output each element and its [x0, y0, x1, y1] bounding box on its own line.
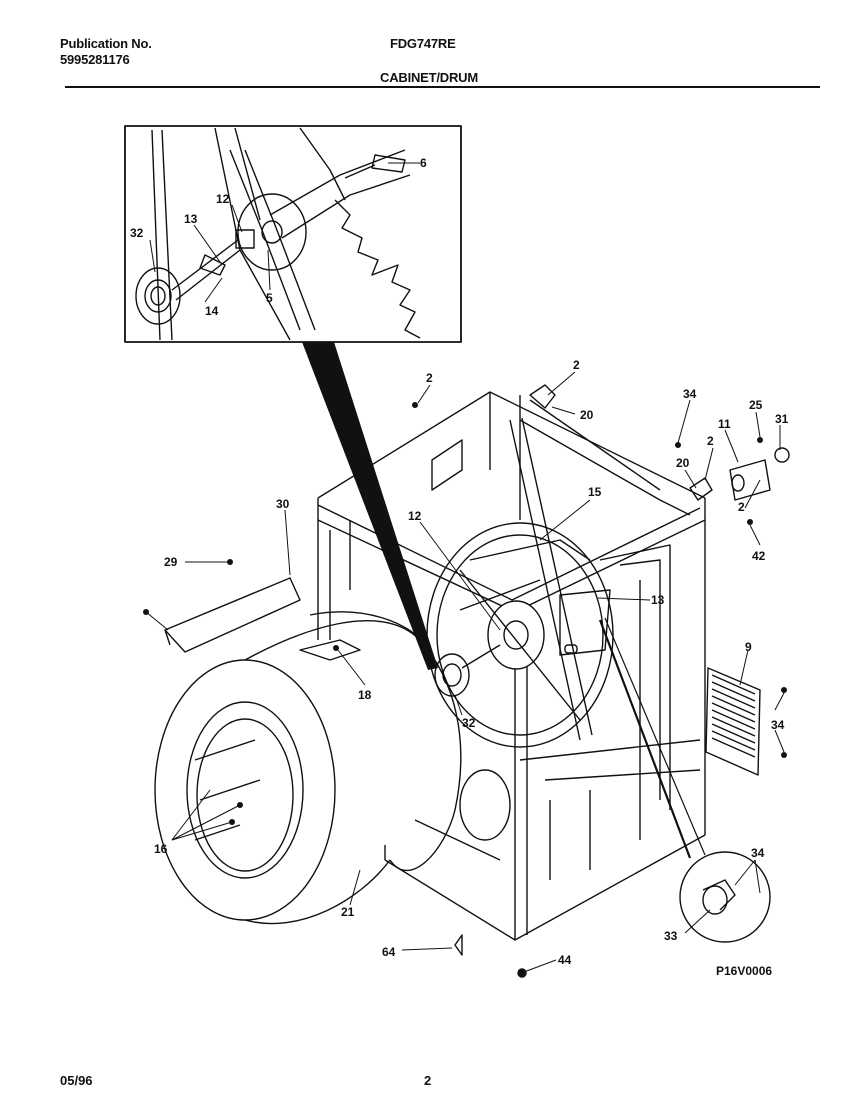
callout-16: 16 [154, 842, 168, 856]
callout-inset-5: 5 [266, 291, 273, 305]
callout-2-a: 2 [426, 371, 433, 385]
callout-33: 33 [664, 929, 678, 943]
callout-34-b: 34 [771, 718, 785, 732]
callout-31: 31 [775, 412, 789, 426]
leader-lines [145, 162, 785, 973]
callout-12: 12 [408, 509, 422, 523]
publication-label: Publication No. [60, 36, 152, 51]
footer-page-number: 2 [424, 1073, 432, 1088]
callout-11: 11 [718, 417, 731, 431]
drum [154, 611, 511, 925]
part-64 [454, 934, 463, 956]
part-20-upper [529, 384, 556, 409]
drawing-code: P16V0006 [716, 964, 772, 978]
callout-64: 64 [382, 945, 396, 959]
callout-inset-13: 13 [184, 212, 198, 226]
callout-34-c: 34 [751, 846, 765, 860]
callout-2-d: 2 [738, 500, 745, 514]
callout-32: 32 [462, 716, 476, 730]
part-33-detail [598, 617, 771, 943]
model-number: FDG747RE [390, 36, 456, 51]
callout-inset-6: 6 [420, 156, 427, 170]
part-9-panel [705, 667, 761, 776]
callout-9: 9 [745, 640, 752, 654]
callout-21: 21 [341, 905, 355, 919]
part-44-screw [517, 968, 527, 978]
callout-15: 15 [588, 485, 602, 499]
callout-13: 13 [651, 593, 665, 607]
cabinet-frame [317, 391, 706, 941]
callout-inset-14: 14 [205, 304, 219, 318]
callout-20-b: 20 [676, 456, 690, 470]
callout-25: 25 [749, 398, 763, 412]
callout-2-b: 2 [573, 358, 580, 372]
callout-inset-12: 12 [216, 192, 230, 206]
footer-date: 05/96 [60, 1073, 93, 1088]
callout-18: 18 [358, 688, 372, 702]
inset-detail [124, 125, 462, 343]
part-20-lower [689, 477, 713, 501]
header-rule [65, 86, 820, 88]
callout-inset-32: 32 [130, 226, 144, 240]
screws [143, 402, 787, 825]
section-title: CABINET/DRUM [380, 70, 478, 85]
inset-pointer-wedge [302, 342, 438, 670]
callout-42: 42 [752, 549, 766, 563]
part-11-bracket [729, 447, 790, 501]
callout-2-c: 2 [707, 434, 714, 448]
callout-20-a: 20 [580, 408, 594, 422]
part-30-rail [164, 577, 301, 653]
publication-number: 5995281176 [60, 52, 130, 67]
callout-44: 44 [558, 953, 572, 967]
callout-30: 30 [276, 497, 290, 511]
callout-29: 29 [164, 555, 178, 569]
drum-rear-spider [426, 417, 614, 748]
callout-34-a: 34 [683, 387, 697, 401]
